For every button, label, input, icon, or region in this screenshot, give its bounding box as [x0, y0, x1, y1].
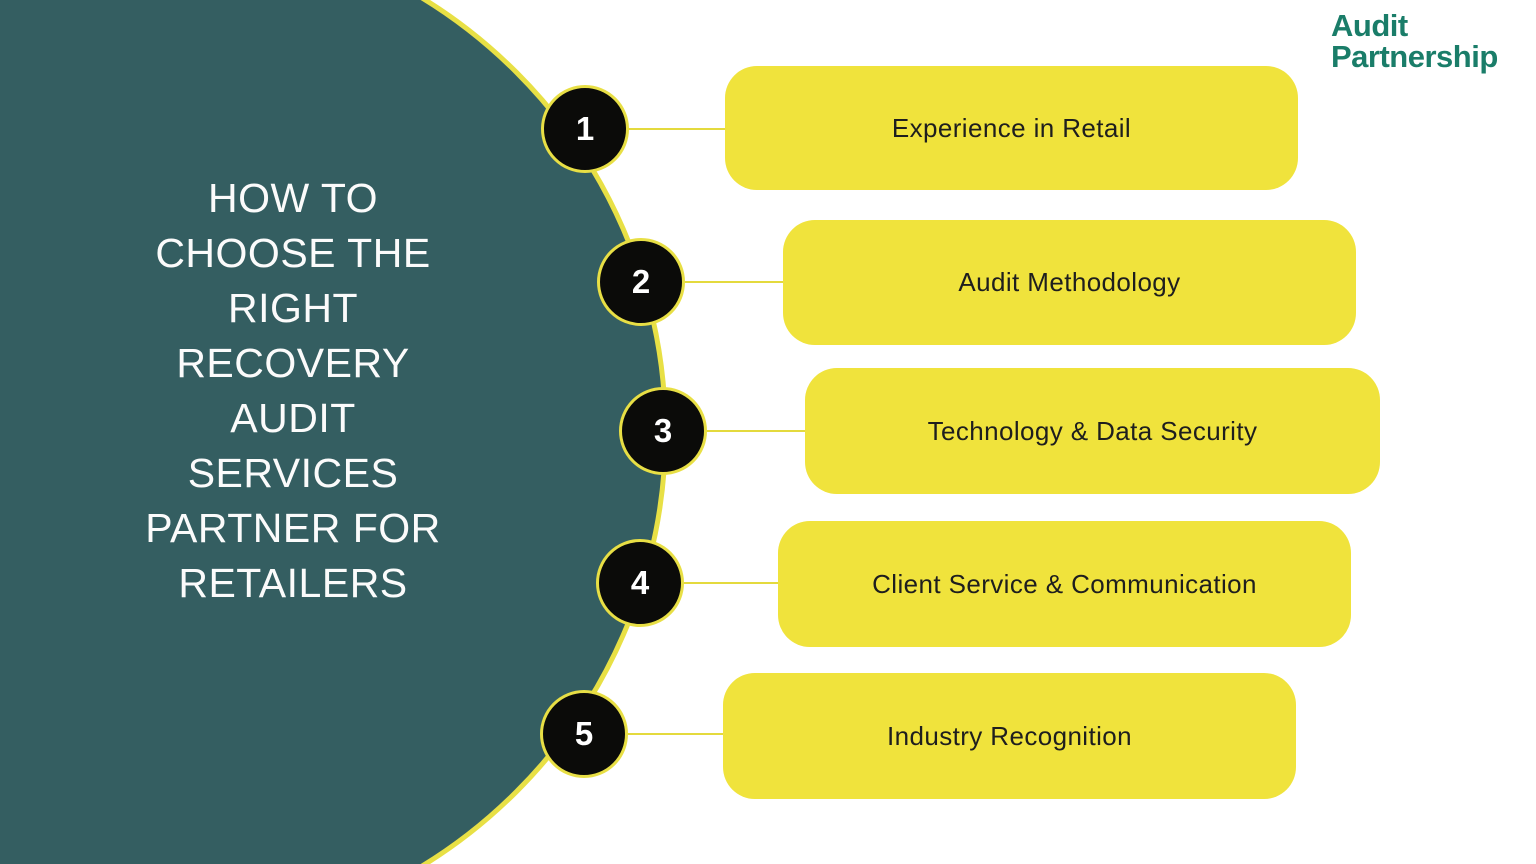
- step-1-connector: [585, 128, 727, 130]
- step-2-connector: [641, 281, 785, 283]
- step-3-badge: 3: [619, 387, 707, 475]
- step-4-connector: [640, 582, 780, 584]
- step-3-connector: [663, 430, 807, 432]
- step-5-badge: 5: [540, 690, 628, 778]
- step-5-panel: Industry Recognition: [723, 673, 1296, 799]
- step-1-panel: Experience in Retail: [725, 66, 1298, 190]
- step-4-badge: 4: [596, 539, 684, 627]
- brand-logo-line2: Partnership: [1331, 39, 1498, 74]
- brand-logo: Audit Partnership: [1331, 10, 1498, 72]
- step-3-panel: Technology & Data Security: [805, 368, 1380, 494]
- page-title: HOW TO CHOOSE THE RIGHT RECOVERY AUDIT S…: [145, 175, 441, 606]
- step-5-connector: [584, 733, 725, 735]
- step-2-panel: Audit Methodology: [783, 220, 1356, 345]
- brand-logo-line1: Audit: [1331, 8, 1408, 43]
- step-1-badge: 1: [541, 85, 629, 173]
- step-4-panel: Client Service & Communication: [778, 521, 1351, 647]
- step-2-badge: 2: [597, 238, 685, 326]
